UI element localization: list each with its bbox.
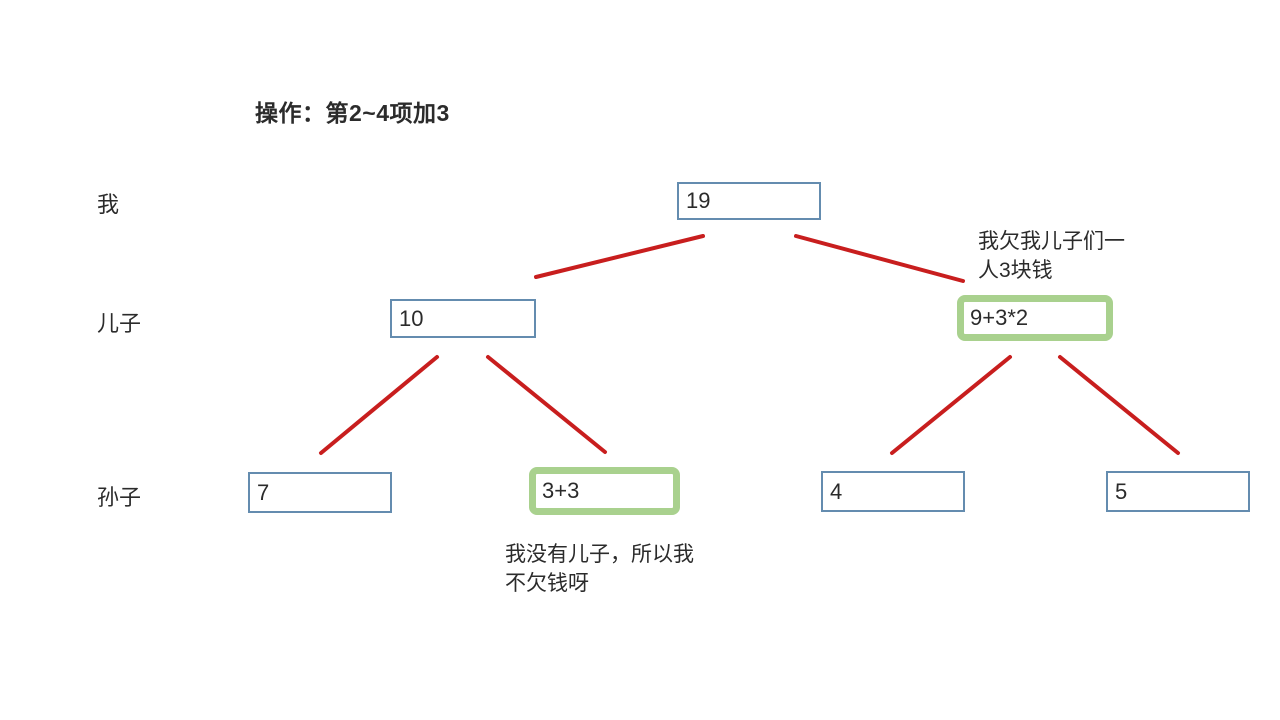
operation-title: 操作：第2~4项加3 xyxy=(255,100,450,126)
annotation-owe-sons: 我欠我儿子们一 人3块钱 xyxy=(978,230,1125,282)
row-label-son: 儿子 xyxy=(97,311,142,336)
node-root: 19 xyxy=(677,182,821,220)
edge-leftson-to-g1 xyxy=(319,355,439,455)
node-right-son-lazy: 9+3*2 xyxy=(957,295,1113,341)
annotation-no-sons: 我没有儿子，所以我 不欠钱呀 xyxy=(505,543,694,595)
node-grandson-2-lazy: 3+3 xyxy=(529,467,680,515)
node-grandson-3: 4 xyxy=(821,471,965,512)
edge-root-to-left-son xyxy=(534,234,705,279)
edge-root-to-right-son xyxy=(794,234,965,283)
node-grandson-4: 5 xyxy=(1106,471,1250,512)
row-label-me: 我 xyxy=(97,192,120,217)
row-label-grandson: 孙子 xyxy=(97,485,142,510)
node-left-son: 10 xyxy=(390,299,536,338)
edge-leftson-to-g2 xyxy=(486,355,607,454)
edge-rightson-to-g3 xyxy=(890,355,1012,455)
edge-rightson-to-g4 xyxy=(1058,355,1180,455)
node-grandson-1: 7 xyxy=(248,472,392,513)
